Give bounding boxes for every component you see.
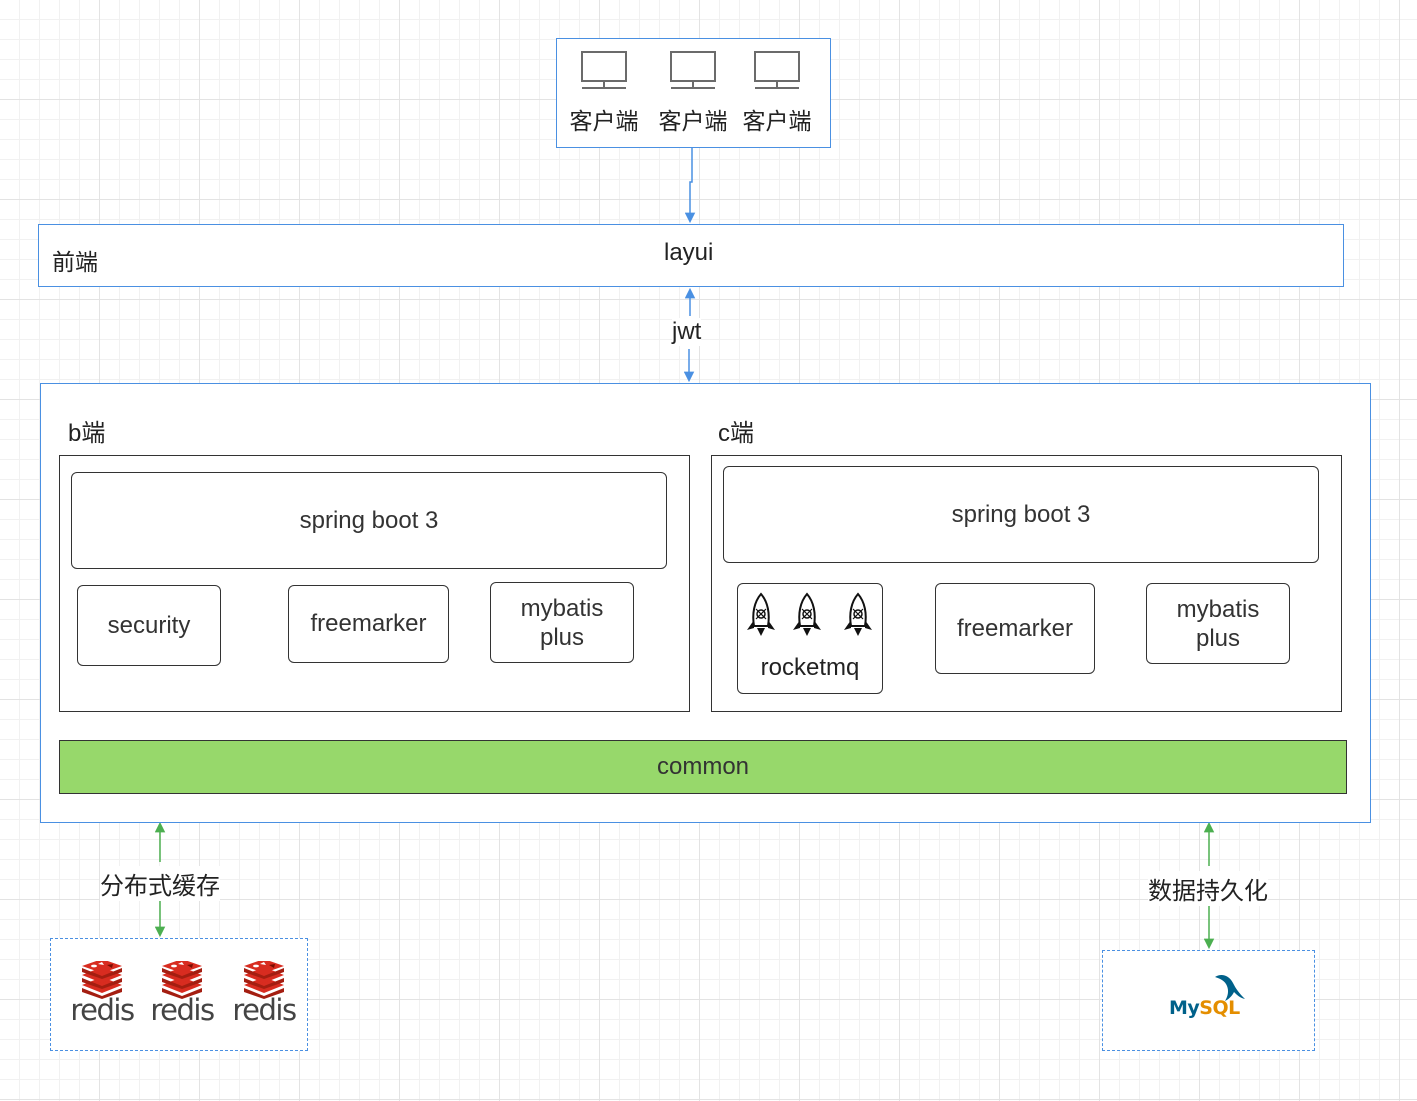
b-mybatis-plus-box: mybatis plus — [490, 582, 634, 663]
redis-logo-icon — [242, 959, 286, 999]
monitor-icon — [754, 51, 800, 91]
common-bar: common — [59, 740, 1347, 794]
client-label: 客户端 — [658, 108, 728, 134]
c-mybatis-plus-label: mybatis plus — [1176, 595, 1260, 652]
c-spring-boot-box: spring boot 3 — [723, 466, 1319, 563]
redis-logo-icon — [160, 959, 204, 999]
c-mybatis-plus-box: mybatis plus — [1146, 583, 1290, 664]
mysql-logo-text-sql: SQL — [1199, 997, 1240, 1019]
clients-group — [556, 38, 831, 148]
redis-label: redis — [150, 993, 215, 1027]
rocket-icon-row — [738, 592, 882, 640]
b-spring-boot-label: spring boot 3 — [299, 506, 439, 534]
monitor-icon — [581, 51, 627, 91]
redis-logo-icon — [80, 959, 124, 999]
c-side-title: c端 — [718, 420, 754, 447]
frontend-side-label: 前端 — [52, 249, 98, 275]
rocket-icon — [841, 592, 875, 640]
c-freemarker-label: freemarker — [956, 614, 1074, 642]
c-rocketmq-box: rocketmq — [737, 583, 883, 694]
b-side-title: b端 — [68, 420, 106, 447]
c-rocketmq-label: rocketmq — [760, 654, 860, 681]
monitor-icon — [670, 51, 716, 91]
b-mybatis-plus-label: mybatis plus — [520, 594, 604, 651]
arrow-clients-to-frontend — [684, 148, 696, 224]
redis-label: redis — [232, 993, 297, 1027]
b-security-box: security — [77, 585, 221, 666]
frontend-box: 前端 layui — [38, 224, 1344, 287]
common-label: common — [656, 753, 750, 780]
b-spring-boot-box: spring boot 3 — [71, 472, 667, 569]
b-freemarker-label: freemarker — [310, 610, 427, 637]
redis-label: redis — [70, 993, 135, 1027]
cache-label: 分布式缓存 — [100, 866, 220, 901]
mysql-dolphin-icon — [1215, 975, 1245, 1001]
mysql-box: MySQL — [1102, 950, 1315, 1051]
client-label: 客户端 — [569, 108, 639, 134]
client-label: 客户端 — [742, 108, 812, 134]
rocket-icon — [744, 592, 778, 640]
b-security-label: security — [107, 611, 191, 639]
c-spring-boot-label: spring boot 3 — [951, 500, 1091, 528]
b-freemarker-box: freemarker — [288, 585, 449, 663]
mysql-logo-text-my: My — [1169, 997, 1200, 1019]
jwt-label: jwt — [672, 318, 702, 346]
c-freemarker-box: freemarker — [935, 583, 1095, 674]
persistence-label: 数据持久化 — [1148, 871, 1268, 906]
rocket-icon — [790, 592, 824, 640]
redis-cluster-box: redis redis redis — [50, 938, 308, 1051]
frontend-framework-label: layui — [664, 239, 714, 266]
